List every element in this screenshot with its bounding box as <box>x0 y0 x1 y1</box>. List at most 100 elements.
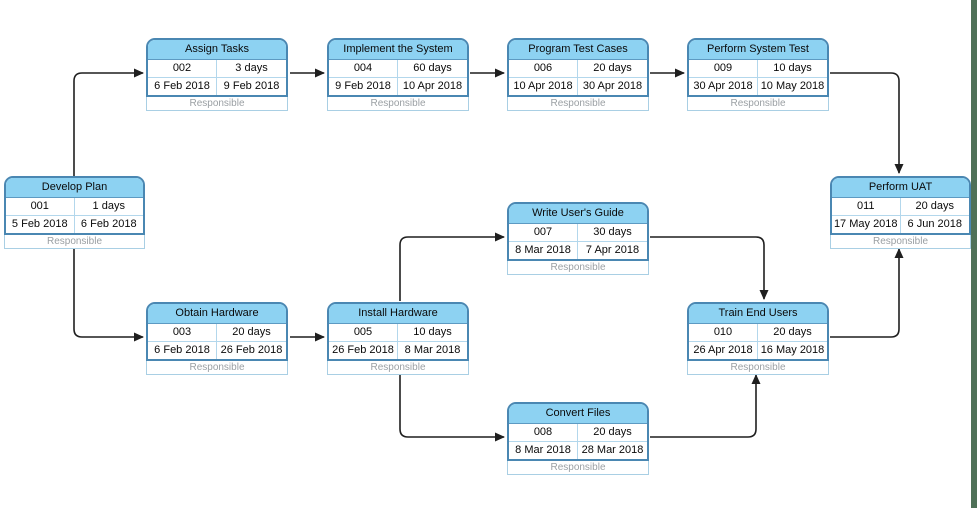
node-end-date: 9 Feb 2018 <box>217 77 286 95</box>
node-body: Develop Plan 001 1 days 5 Feb 2018 6 Feb… <box>4 176 145 235</box>
pert-node-develop-plan[interactable]: Develop Plan 001 1 days 5 Feb 2018 6 Feb… <box>4 176 145 249</box>
pert-node-assign-tasks[interactable]: Assign Tasks 002 3 days 6 Feb 2018 9 Feb… <box>146 38 288 111</box>
node-responsible: Responsible <box>507 97 649 111</box>
node-title: Obtain Hardware <box>148 304 286 324</box>
pert-node-install-hardware[interactable]: Install Hardware 005 10 days 26 Feb 2018… <box>327 302 469 375</box>
node-body: Obtain Hardware 003 20 days 6 Feb 2018 2… <box>146 302 288 361</box>
node-end-date: 8 Mar 2018 <box>398 341 467 359</box>
node-id: 001 <box>6 198 75 215</box>
node-duration: 30 days <box>593 226 632 238</box>
node-id: 010 <box>689 324 758 341</box>
node-id: 005 <box>329 324 398 341</box>
node-end-date: 6 Jun 2018 <box>900 215 969 233</box>
node-duration: 20 days <box>773 326 812 338</box>
node-grid: 007 30 days 8 Mar 2018 7 Apr 2018 <box>509 224 647 259</box>
pert-node-perform-uat[interactable]: Perform UAT 011 20 days 17 May 2018 6 Ju… <box>830 176 971 249</box>
node-id: 008 <box>509 424 578 441</box>
node-id: 007 <box>509 224 578 241</box>
node-grid: 002 3 days 6 Feb 2018 9 Feb 2018 <box>148 60 286 95</box>
node-grid: 006 20 days 10 Apr 2018 30 Apr 2018 <box>509 60 647 95</box>
node-body: Convert Files 008 20 days 8 Mar 2018 28 … <box>507 402 649 461</box>
pert-node-implement-the-system[interactable]: Implement the System 004 60 days 9 Feb 2… <box>327 38 469 111</box>
node-body: Train End Users 010 20 days 26 Apr 2018 … <box>687 302 829 361</box>
node-title: Perform System Test <box>689 40 827 60</box>
node-responsible: Responsible <box>4 235 145 249</box>
node-id: 009 <box>689 60 758 77</box>
node-start-date: 9 Feb 2018 <box>329 77 398 95</box>
window-right-edge-strip <box>971 0 977 508</box>
node-duration: 3 days <box>235 62 268 74</box>
node-end-date: 6 Feb 2018 <box>74 215 143 233</box>
node-duration: 20 days <box>232 326 271 338</box>
node-start-date: 8 Mar 2018 <box>509 241 578 259</box>
node-responsible: Responsible <box>327 361 469 375</box>
node-id: 002 <box>148 60 217 77</box>
pert-node-perform-system-test[interactable]: Perform System Test 009 10 days 30 Apr 2… <box>687 38 829 111</box>
node-responsible: Responsible <box>507 261 649 275</box>
node-duration: 10 days <box>413 326 452 338</box>
node-responsible: Responsible <box>687 97 829 111</box>
node-responsible: Responsible <box>687 361 829 375</box>
node-end-date: 10 Apr 2018 <box>398 77 467 95</box>
pert-node-convert-files[interactable]: Convert Files 008 20 days 8 Mar 2018 28 … <box>507 402 649 475</box>
node-start-date: 6 Feb 2018 <box>148 341 217 359</box>
node-grid: 008 20 days 8 Mar 2018 28 Mar 2018 <box>509 424 647 459</box>
node-end-date: 28 Mar 2018 <box>578 441 647 459</box>
node-end-date: 16 May 2018 <box>758 341 827 359</box>
node-end-date: 7 Apr 2018 <box>578 241 647 259</box>
connector-install-hardware-to-convert-files <box>399 373 505 442</box>
node-title: Assign Tasks <box>148 40 286 60</box>
connector-convert-files-to-train-end-users <box>650 374 761 438</box>
connector-develop-plan-to-assign-tasks <box>73 68 144 176</box>
pert-node-obtain-hardware[interactable]: Obtain Hardware 003 20 days 6 Feb 2018 2… <box>146 302 288 375</box>
node-start-date: 26 Apr 2018 <box>689 341 758 359</box>
node-body: Implement the System 004 60 days 9 Feb 2… <box>327 38 469 97</box>
node-duration: 20 days <box>593 62 632 74</box>
connector-write-users-guide-to-train-end-users <box>650 236 769 300</box>
node-body: Program Test Cases 006 20 days 10 Apr 20… <box>507 38 649 97</box>
node-id: 006 <box>509 60 578 77</box>
node-start-date: 8 Mar 2018 <box>509 441 578 459</box>
node-grid: 001 1 days 5 Feb 2018 6 Feb 2018 <box>6 198 143 233</box>
connector-develop-plan-to-obtain-hardware <box>73 246 144 342</box>
node-title: Convert Files <box>509 404 647 424</box>
node-duration: 1 days <box>92 200 125 212</box>
node-grid: 005 10 days 26 Feb 2018 8 Mar 2018 <box>329 324 467 359</box>
node-start-date: 5 Feb 2018 <box>6 215 75 233</box>
node-body: Perform UAT 011 20 days 17 May 2018 6 Ju… <box>830 176 971 235</box>
node-title: Install Hardware <box>329 304 467 324</box>
node-body: Perform System Test 009 10 days 30 Apr 2… <box>687 38 829 97</box>
connector-perform-system-test-to-perform-uat <box>830 72 904 174</box>
node-title: Develop Plan <box>6 178 143 198</box>
connector-install-hardware-to-write-users-guide <box>399 232 505 301</box>
node-start-date: 17 May 2018 <box>832 215 901 233</box>
node-body: Assign Tasks 002 3 days 6 Feb 2018 9 Feb… <box>146 38 288 97</box>
node-responsible: Responsible <box>507 461 649 475</box>
node-title: Implement the System <box>329 40 467 60</box>
pert-node-train-end-users[interactable]: Train End Users 010 20 days 26 Apr 2018 … <box>687 302 829 375</box>
node-duration: 60 days <box>413 62 452 74</box>
node-duration: 20 days <box>593 426 632 438</box>
node-end-date: 26 Feb 2018 <box>217 341 286 359</box>
node-duration: 10 days <box>773 62 812 74</box>
node-body: Write User's Guide 007 30 days 8 Mar 201… <box>507 202 649 261</box>
node-duration: 20 days <box>915 200 955 212</box>
node-title: Write User's Guide <box>509 204 647 224</box>
pert-node-program-test-cases[interactable]: Program Test Cases 006 20 days 10 Apr 20… <box>507 38 649 111</box>
node-responsible: Responsible <box>830 235 971 249</box>
node-start-date: 30 Apr 2018 <box>689 77 758 95</box>
node-responsible: Responsible <box>327 97 469 111</box>
node-responsible: Responsible <box>146 361 288 375</box>
node-start-date: 6 Feb 2018 <box>148 77 217 95</box>
node-grid: 010 20 days 26 Apr 2018 16 May 2018 <box>689 324 827 359</box>
node-grid: 003 20 days 6 Feb 2018 26 Feb 2018 <box>148 324 286 359</box>
node-end-date: 30 Apr 2018 <box>578 77 647 95</box>
connector-train-end-users-to-perform-uat <box>830 248 904 338</box>
node-end-date: 10 May 2018 <box>758 77 827 95</box>
node-id: 011 <box>832 198 901 215</box>
node-grid: 011 20 days 17 May 2018 6 Jun 2018 <box>832 198 969 233</box>
node-start-date: 26 Feb 2018 <box>329 341 398 359</box>
node-grid: 004 60 days 9 Feb 2018 10 Apr 2018 <box>329 60 467 95</box>
pert-node-write-users-guide[interactable]: Write User's Guide 007 30 days 8 Mar 201… <box>507 202 649 275</box>
